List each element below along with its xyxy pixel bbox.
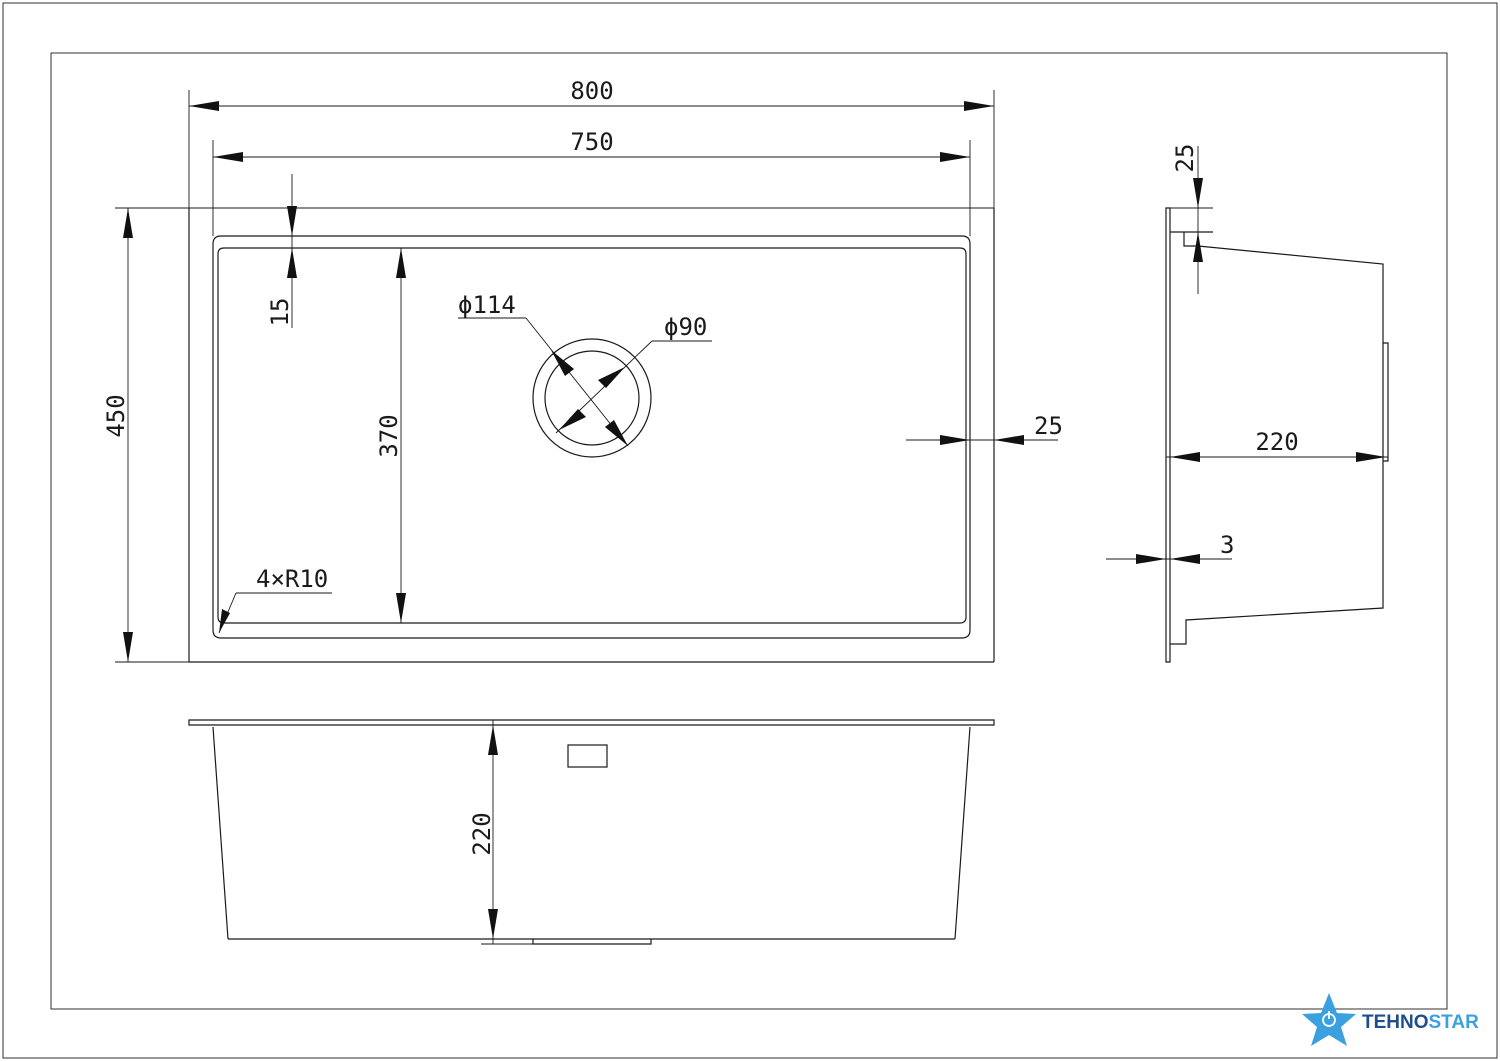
dim-label-3: 3	[1220, 531, 1234, 559]
dim-450: 450	[102, 208, 133, 662]
dim-750: 750	[212, 128, 971, 236]
dim-label-370: 370	[375, 414, 403, 457]
dim-label-15: 15	[266, 298, 294, 327]
dim-label-phi-90: ϕ90	[664, 313, 707, 341]
drawing-frame	[50, 52, 1448, 1010]
front-view-drain	[532, 939, 652, 945]
dim-3: 3	[1106, 531, 1234, 564]
front-view-flange	[188, 719, 995, 726]
top-view	[115, 207, 995, 663]
dim-15: 15	[266, 174, 297, 328]
dim-phi-90: ϕ90	[555, 313, 712, 434]
dim-label-750: 750	[570, 128, 613, 156]
front-view	[188, 719, 995, 945]
dim-370: 370	[375, 248, 406, 623]
side-view	[1165, 207, 1389, 663]
drain-inner	[544, 350, 640, 446]
dim-label-220-front: 220	[468, 812, 496, 855]
dim-label-25-rim: 25	[1034, 412, 1063, 440]
dim-label-450: 450	[102, 394, 130, 437]
power-star-icon	[1302, 993, 1356, 1046]
side-view-overflow	[1383, 342, 1389, 462]
svg-text:TEHNOSTAR: TEHNOSTAR	[1362, 1012, 1479, 1033]
dim-phi-114: ϕ114	[458, 291, 629, 447]
dim-220-front: 220	[468, 720, 498, 944]
dim-label-phi-114: ϕ114	[458, 291, 516, 319]
dim-label-220-side: 220	[1255, 428, 1298, 456]
drain-outer	[532, 338, 652, 458]
front-view-overflow	[567, 744, 608, 768]
side-view-flange	[1165, 207, 1171, 663]
brand-name-part2: STAR	[1429, 1012, 1480, 1033]
dim-label-radius: 4×R10	[256, 565, 328, 593]
dim-label-800: 800	[570, 77, 613, 105]
dim-label-25-side: 25	[1171, 144, 1199, 173]
top-view-bowl	[217, 247, 967, 624]
side-view-profile	[1170, 231, 1384, 645]
brand-logo: TEHNOSTAR	[1302, 993, 1479, 1046]
dim-800: 800	[188, 77, 995, 208]
dim-220-side: 220	[1166, 428, 1388, 462]
dim-radius: 4×R10	[218, 565, 332, 634]
dim-25-side: 25	[1171, 144, 1203, 294]
dim-25-rim: 25	[906, 412, 1063, 445]
brand-name-part1: TEHNO	[1362, 1012, 1429, 1033]
top-view-ledge	[212, 235, 971, 639]
